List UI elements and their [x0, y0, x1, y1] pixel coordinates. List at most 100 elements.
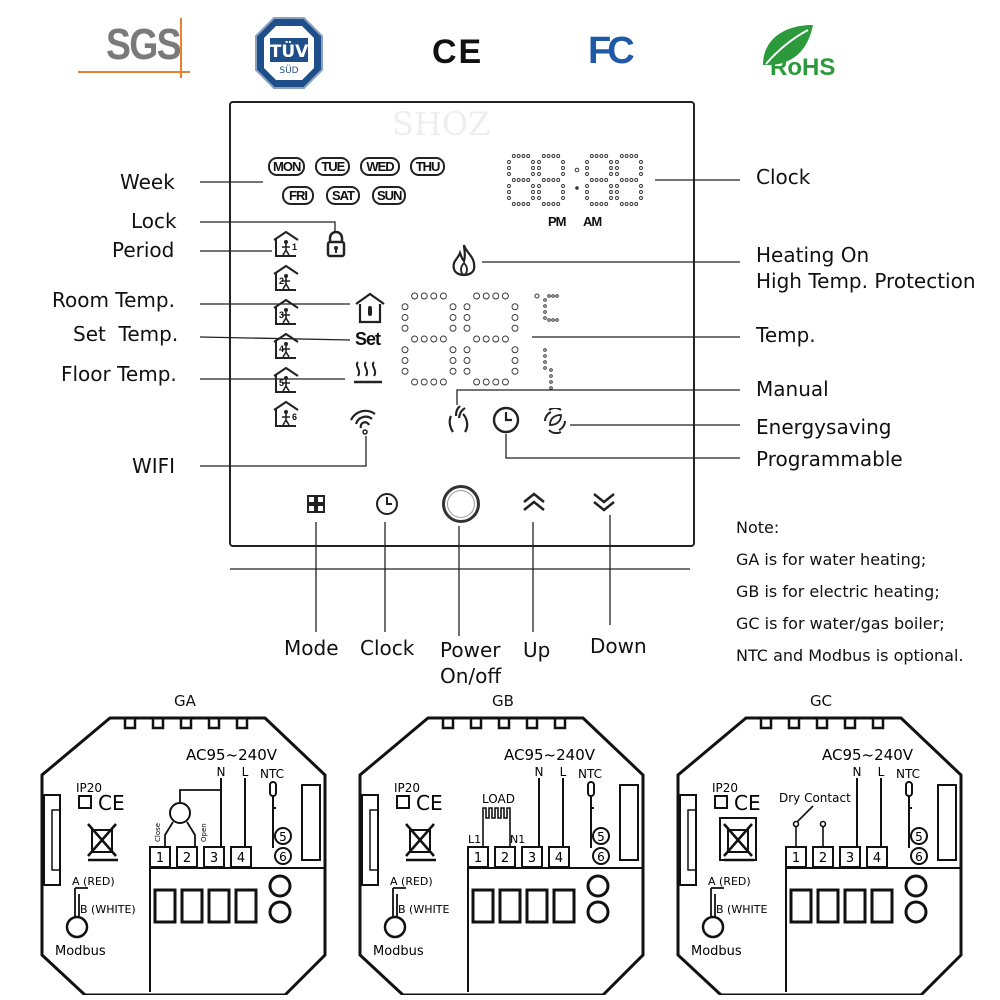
modbus-b-label: B (WHITE) [80, 903, 136, 916]
label-clock-button: Clock [360, 636, 415, 660]
set-indicator: Set [355, 329, 381, 349]
weee-bin-icon [405, 823, 436, 862]
label-down: Down [590, 634, 647, 658]
clock-colon [575, 186, 579, 190]
ntc-sensor-icon [269, 781, 277, 797]
terminal-number: 4 [555, 851, 563, 866]
label-power: Power [440, 638, 501, 662]
weee-bin-icon [87, 823, 118, 862]
n-label: N [217, 765, 226, 779]
housing-tab [179, 716, 193, 730]
down-button[interactable] [590, 490, 618, 516]
ntc-pin-5 [274, 827, 292, 845]
terminal-block [552, 888, 576, 924]
housing-tab [843, 716, 857, 730]
terminal-2 [176, 846, 198, 868]
terminal-3 [839, 846, 861, 868]
modbus-a-label: A (RED) [72, 875, 115, 888]
day-wed: WED [360, 157, 400, 176]
ntc-sensor-icon [587, 781, 595, 797]
housing-tab [441, 716, 455, 730]
modbus-a-label: A (RED) [390, 875, 433, 888]
period-5-icon: 5 [272, 366, 300, 394]
svg-text:6: 6 [597, 850, 605, 864]
housing-outline [676, 716, 963, 995]
week-days: MON TUE WED THU FRI SAT SUN [268, 157, 446, 205]
l-label: L [878, 765, 885, 779]
period-1-icon: 1 [272, 230, 300, 258]
day-thu: THU [409, 157, 446, 176]
housing-tab [787, 716, 801, 730]
label-energysaving: Energysaving [756, 415, 892, 439]
modbus-label: Modbus [55, 944, 106, 959]
label-programmable: Programmable [756, 447, 903, 471]
ntc-pin-6 [274, 847, 292, 865]
label-set-temp: Set Temp. [73, 322, 179, 346]
svg-text:6: 6 [915, 850, 923, 864]
modbus-b-label: B (WHITE [398, 903, 449, 916]
terminal-block [180, 888, 204, 924]
temp-digit [463, 292, 519, 386]
room-temp-icon [355, 292, 385, 324]
housing-outline [40, 716, 327, 995]
temp-digit [401, 292, 457, 386]
period-number: 5 [279, 378, 285, 388]
svg-text:5: 5 [915, 830, 923, 844]
l1-label: L1 [468, 833, 481, 846]
terminal-number: 4 [237, 851, 245, 866]
modbus-label: Modbus [373, 944, 424, 959]
day-sun: SUN [372, 186, 407, 205]
load-label: LOAD [482, 792, 515, 806]
period-4-icon: 4 [272, 332, 300, 360]
ntc-label: NTC [260, 767, 284, 781]
screw-hole [904, 874, 928, 898]
up-button[interactable] [520, 490, 548, 516]
housing-tab [553, 716, 567, 730]
screw-hole [268, 900, 292, 924]
n-label: N [535, 765, 544, 779]
ce-mark: CE [416, 791, 443, 815]
weee-bin-icon [719, 817, 757, 862]
ce-mark: CE [734, 791, 761, 815]
wiring-title: GC [809, 692, 833, 710]
rohs-logo: RoHS [752, 20, 862, 82]
clock-digit [585, 154, 613, 206]
ip20-label: IP20 [712, 781, 738, 795]
l-label: L [242, 765, 249, 779]
thermostat-panel [229, 101, 695, 547]
ip20-icon [396, 795, 410, 809]
clock-button[interactable] [375, 492, 399, 516]
ce-logo: CE [432, 33, 484, 71]
terminal-number: 1 [474, 851, 482, 866]
label-heating-on: Heating On [756, 243, 870, 267]
floor-heat-icon [354, 361, 382, 384]
terminal-number: 2 [501, 851, 509, 866]
terminal-number: 4 [873, 851, 881, 866]
power-button[interactable] [442, 485, 480, 523]
screw-hole [268, 874, 292, 898]
housing-tab [497, 716, 511, 730]
terminal-block [498, 888, 522, 924]
voltage-label: AC95~240V [186, 746, 278, 764]
terminal-4 [866, 846, 888, 868]
lock-icon [326, 230, 346, 258]
terminal-block [525, 888, 549, 924]
day-fri: FRI [282, 186, 314, 205]
mode-button[interactable] [306, 494, 326, 514]
terminal-number: 3 [210, 851, 218, 866]
wiring-title: GB [492, 692, 514, 710]
housing-tab [207, 716, 221, 730]
day-sat: SAT [325, 186, 360, 205]
clock-digit [507, 154, 535, 206]
note-line: GB is for electric heating; [736, 582, 940, 601]
housing-tab [151, 716, 165, 730]
chevron-double-down-icon [593, 493, 615, 512]
day-mon: MON [268, 157, 306, 176]
ntc-label: NTC [578, 767, 602, 781]
housing-tab [469, 716, 483, 730]
note-line: GC is for water/gas boiler; [736, 614, 945, 633]
label-up: Up [523, 638, 551, 662]
